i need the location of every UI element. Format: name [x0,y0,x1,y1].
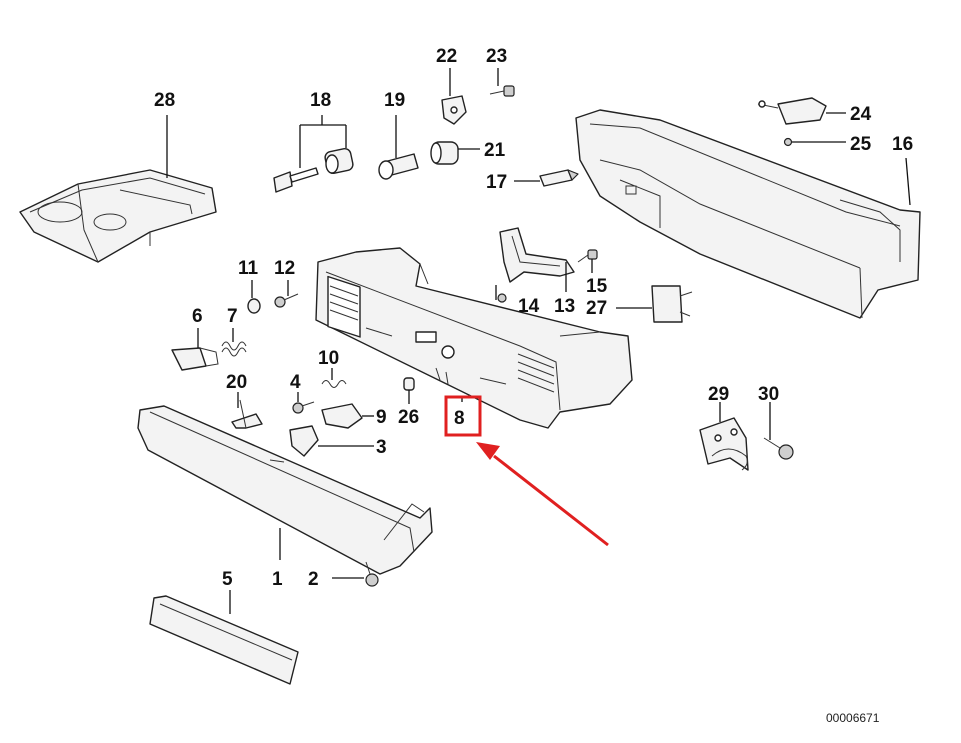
part-25-screw [783,137,846,147]
part-15-screw [577,249,598,273]
label-25: 25 [850,134,872,155]
part-19-cylinder [378,115,419,180]
label-1: 1 [272,569,283,590]
part-26-bumper [403,377,415,404]
part-20-hinge [231,392,263,429]
highlight-box [444,395,482,437]
part-2-screw [332,561,379,587]
part-22-clip [441,68,467,125]
label-28: 28 [154,90,175,111]
label-5: 5 [222,569,233,590]
label-23: 23 [486,46,507,67]
label-27: 27 [586,298,607,319]
reference-number: 00006671 [826,711,880,725]
part-1-lid [137,405,433,575]
part-7-spring [221,328,247,357]
part-30-screw [763,402,794,460]
label-6: 6 [192,306,203,327]
part-11-grommet [247,280,261,314]
part-4-screw [292,392,315,414]
label-20: 20 [226,372,247,393]
label-17: 17 [486,172,507,193]
label-14: 14 [518,296,540,317]
part-13-bracket [499,227,575,292]
label-29: 29 [708,384,729,405]
part-29-hinge-bracket [699,402,749,471]
part-6-button [171,328,219,371]
label-3: 3 [376,437,387,458]
label-24: 24 [850,104,872,125]
label-18: 18 [310,90,331,111]
label-21: 21 [484,140,506,161]
label-13: 13 [554,296,575,317]
label-2: 2 [308,569,319,590]
label-7: 7 [227,306,238,327]
part-10-spring [321,368,347,388]
part-21-bushing [430,141,480,165]
part-16-housing [575,109,921,319]
part-5-trim-strip [149,590,299,685]
label-15: 15 [586,276,608,297]
part-14-screw [495,285,507,303]
label-4: 4 [290,372,301,393]
label-22: 22 [436,46,457,67]
part-18-key-and-cylinder [273,115,354,193]
part-28-tray [19,115,217,263]
part-12-screw [274,280,299,308]
label-19: 19 [384,90,405,111]
red-arrow [476,442,609,547]
part-8-center-panel [315,247,633,429]
label-10: 10 [318,348,339,369]
label-12: 12 [274,258,295,279]
part-9-latch-plate [321,403,374,429]
part-24-latch [757,97,846,125]
part-23-screw [489,68,515,97]
part-17-pin [514,169,579,187]
label-9: 9 [376,407,387,428]
label-16: 16 [892,134,913,155]
label-26: 26 [398,407,419,428]
label-30: 30 [758,384,779,405]
label-11: 11 [238,258,259,279]
part-27-cap [616,285,693,323]
label-8: 8 [454,408,465,429]
part-3-catch [289,425,374,457]
